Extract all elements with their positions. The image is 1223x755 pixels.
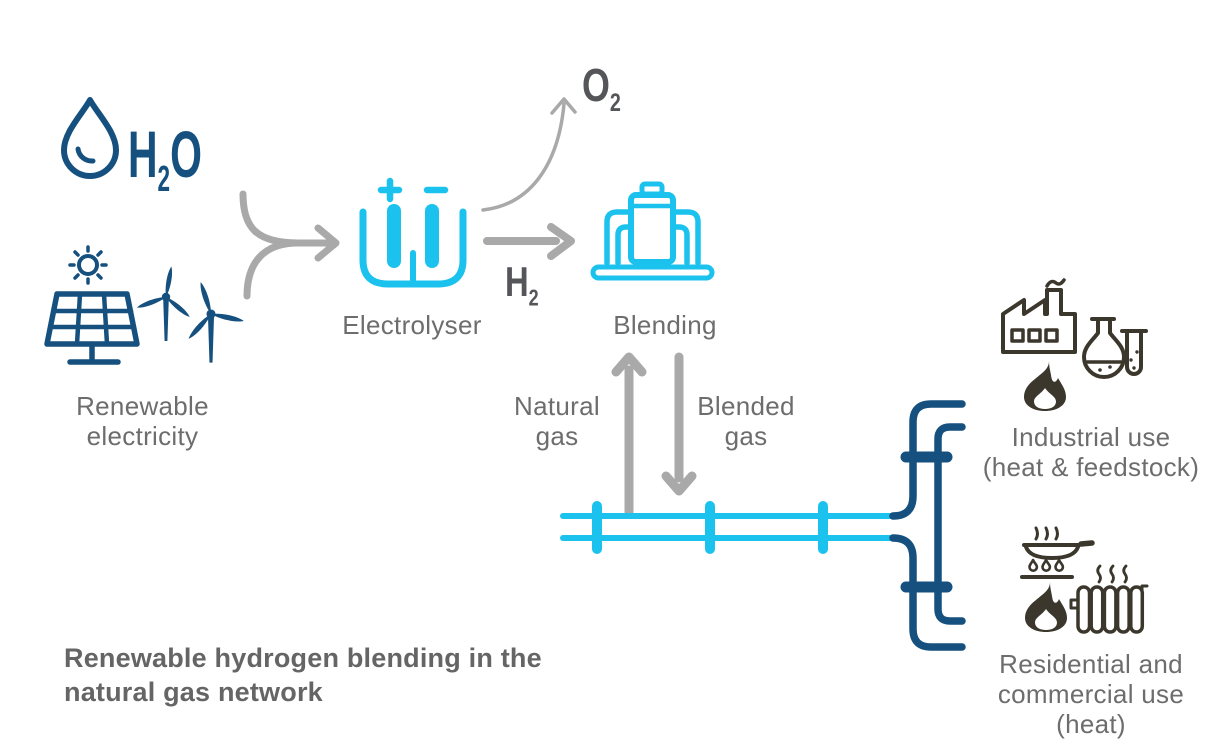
h2o-sub: 2 (157, 158, 171, 200)
o2-arrow (481, 97, 577, 212)
blended-gas-line1: Blended (697, 391, 795, 421)
sun-icon (68, 245, 108, 285)
h2-arrow (483, 223, 575, 260)
chemistry-flasks-icon (1082, 317, 1148, 379)
electrolyser-label: Electrolyser (342, 310, 482, 340)
o2-main: O (582, 59, 610, 111)
residential-line1: Residential and (999, 649, 1183, 679)
blended-gas-line2: gas (724, 421, 768, 452)
h2o-formula-label: H2O (128, 116, 202, 200)
blended-gas-arrow (661, 352, 697, 496)
renewable-line1: Renewable (76, 391, 209, 421)
residential-flame-icon (1025, 582, 1067, 632)
factory-icon (1001, 278, 1077, 354)
diagram-caption: Renewable hydrogen blending in the natur… (64, 643, 542, 708)
plus-sign-icon (377, 177, 403, 203)
h2o-main2: O (170, 117, 202, 191)
electrode-anode (387, 204, 401, 268)
renewable-line2: electricity (86, 421, 199, 452)
o2-sub: 2 (609, 89, 621, 118)
electrolyser-icon (359, 177, 467, 288)
flame-icon (1024, 361, 1066, 411)
distribution-pipe (889, 400, 966, 651)
natural-gas-arrow (611, 352, 647, 517)
wind-turbines-icon (136, 266, 245, 363)
blended-gas-label: Blended gas (692, 391, 800, 451)
blending-label: Blending (613, 310, 717, 340)
o2-formula-label: O2 (582, 58, 621, 118)
natural-gas-label: Natural gas (506, 391, 608, 451)
electrode-cathode (425, 204, 439, 268)
h2-sub: 2 (528, 284, 539, 311)
natural-gas-line1: Natural (514, 391, 600, 421)
merge-arrow (239, 190, 340, 300)
industrial-use-label: Industrial use (heat & feedstock) (975, 422, 1207, 482)
h2-main: H (505, 258, 529, 305)
radiator-icon (1069, 564, 1149, 634)
renewable-electricity-label: Renewable electricity (35, 391, 250, 451)
residential-use-label: Residential and commercial use (heat) (975, 649, 1207, 739)
industrial-line2: (heat & feedstock) (982, 452, 1200, 483)
cooking-pan-icon (1020, 526, 1095, 579)
h2o-main1: H (128, 117, 158, 191)
pipeline (560, 501, 897, 554)
water-drop-icon (61, 97, 119, 179)
industrial-line1: Industrial use (1011, 422, 1171, 452)
solar-panel-icon (44, 291, 140, 365)
blending-plant-icon (590, 181, 715, 281)
residential-line2: commercial use (997, 679, 1185, 710)
natural-gas-line2: gas (535, 421, 579, 452)
residential-line3: (heat) (1056, 709, 1126, 740)
h2-formula-label: H2 (505, 258, 539, 311)
